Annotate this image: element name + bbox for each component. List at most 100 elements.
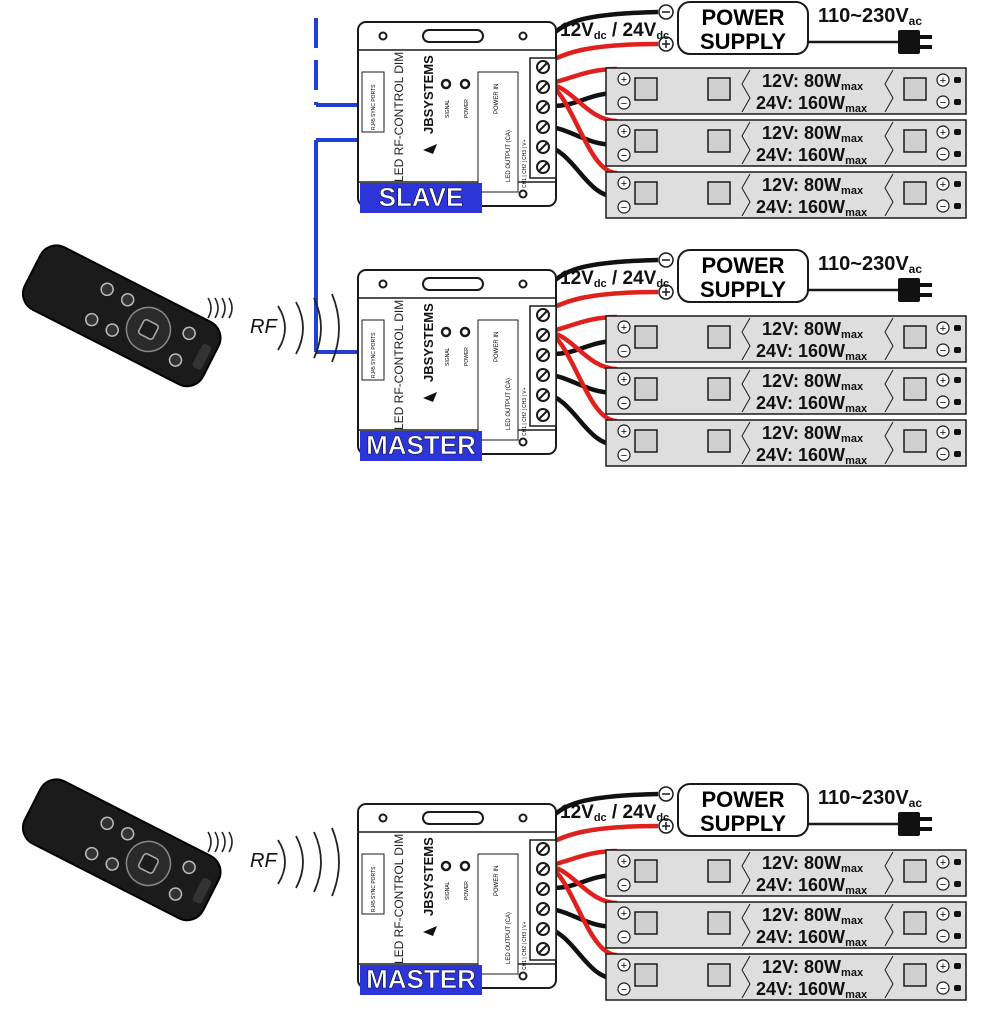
info-panel	[477, 71, 519, 193]
strip-plus-sign: +	[621, 74, 627, 86]
supply-voltage-label: 12Vdc / 24Vdc	[560, 268, 669, 290]
rf-wave-small-0	[207, 831, 212, 853]
remote-center-button-icon	[137, 318, 159, 340]
power-supply-label-2: SUPPLY	[700, 811, 786, 836]
signal-led-label: SIGNAL	[445, 347, 451, 366]
mounting-hole-0	[378, 813, 388, 823]
strip-12v-label-unit: max	[841, 433, 864, 445]
strip-end-connector-2	[954, 347, 961, 353]
sync-port-label-box	[361, 71, 385, 133]
terminal-slot-1	[538, 330, 548, 340]
strip-12v-label-unit: max	[841, 329, 864, 341]
strip-24v-label-main: 24V: 160W	[756, 197, 845, 217]
brand-logo-icon	[423, 144, 437, 154]
strip-end-plus-icon	[936, 959, 950, 973]
strip-24v-label-main: 24V: 160W	[756, 927, 845, 947]
device-name-label: LED RF-CONTROL DIM	[392, 834, 406, 964]
strip-cut-mark-1	[741, 955, 751, 999]
strip-end-plus-sign: +	[940, 961, 946, 973]
terminal-slot-5	[538, 162, 548, 172]
remote-button-icon-1	[84, 312, 99, 327]
strip-minus-pad-icon	[617, 148, 631, 162]
led-chip-icon-2	[903, 129, 927, 153]
led-chip-icon-2	[903, 429, 927, 453]
led-chip-icon-2	[903, 325, 927, 349]
led-chip-icon-0	[634, 429, 658, 453]
strip-cut-mark-2	[884, 121, 894, 165]
strip-12v-label-main: 12V: 80W	[762, 123, 841, 143]
channels-label: CH1 | CH2 | CH3 | V+	[522, 387, 528, 436]
power-supply-box	[677, 1, 809, 55]
brand-logo-icon	[423, 926, 437, 936]
strip-end-connector-2	[954, 881, 961, 887]
mounting-slot	[422, 811, 484, 825]
strip-24v-label-unit: max	[845, 455, 868, 467]
led-chip-icon-1	[707, 911, 731, 935]
led-chip-icon-1	[707, 429, 731, 453]
strip-end-plus-icon	[936, 177, 950, 191]
led-chip-icon-2	[903, 911, 927, 935]
strip-plus-pad-icon	[617, 854, 631, 868]
led-output-label: LED OUTPUT (CA)	[506, 378, 512, 430]
strip-plus-pad-icon	[617, 176, 631, 190]
power-in-label: POWER IN	[494, 84, 500, 114]
role-label: SLAVE	[379, 182, 464, 212]
power-supply-label-2: SUPPLY	[700, 29, 786, 54]
strip-plus-pad-icon	[617, 124, 631, 138]
strip-24v-label-unit: max	[845, 403, 868, 415]
strip-end-plus-sign: +	[940, 75, 946, 87]
strip-12v-label: 12V: 80Wmax	[762, 957, 864, 979]
role-label-box	[360, 965, 482, 995]
sync-ports-label: RJ45 SYNC PORTS	[371, 332, 377, 378]
strip-plus-pad-icon	[617, 906, 631, 920]
terminal-slot-4	[538, 390, 548, 400]
mounting-hole-1	[518, 279, 528, 289]
terminal-slot-1	[538, 864, 548, 874]
led-chip-icon-0	[634, 859, 658, 883]
led-chip-icon-1	[707, 859, 731, 883]
device-name-label: LED RF-CONTROL DIM	[392, 300, 406, 430]
remote-tip	[192, 343, 212, 370]
led-output-label: LED OUTPUT (CA)	[506, 130, 512, 182]
strip-12v-label: 12V: 80Wmax	[762, 319, 864, 341]
terminal-slot-0	[538, 62, 548, 72]
led-chip-icon-0	[634, 129, 658, 153]
strip-12v-label-main: 12V: 80W	[762, 319, 841, 339]
role-label-box	[360, 431, 482, 461]
terminal-slot-3	[538, 904, 548, 914]
supply-wire-positive	[541, 823, 659, 849]
strip-end-connector-2	[954, 151, 961, 157]
info-panel	[477, 853, 519, 975]
remote-body	[21, 778, 222, 922]
strip-minus-pad-icon	[617, 96, 631, 110]
strip-minus-pad-icon	[617, 344, 631, 358]
mounting-hole-0	[378, 279, 388, 289]
rf-wave-large-2	[313, 297, 322, 359]
strip-24v-label-main: 24V: 160W	[756, 875, 845, 895]
power-led-icon	[459, 326, 471, 338]
strip-cut-mark-2	[884, 69, 894, 113]
plug-pin-2	[920, 827, 932, 831]
mains-voltage-label-unit: ac	[909, 14, 923, 28]
plug-pin-2	[920, 45, 932, 49]
rf-wave-small-2	[221, 831, 226, 853]
rf-label: RF	[250, 316, 278, 338]
mounting-slot	[422, 277, 484, 291]
strip-end-minus-sign: −	[940, 397, 946, 409]
strip-end-plus-icon	[936, 855, 950, 869]
led-chip-icon-1	[707, 963, 731, 987]
strip-minus-sign: −	[621, 932, 627, 944]
strip-12v-label-unit: max	[841, 81, 864, 93]
strip-24v-label: 24V: 160Wmax	[756, 197, 868, 219]
terminal-block	[529, 839, 557, 961]
strip-end-minus-icon	[936, 929, 950, 943]
rf-wave-large-0	[277, 305, 286, 351]
led-chip-icon-2	[903, 181, 927, 205]
strip-12v-label: 12V: 80Wmax	[762, 423, 864, 445]
sync-ports-label: RJ45 SYNC PORTS	[371, 866, 377, 912]
led-chip-icon-0	[634, 181, 658, 205]
strip-cut-mark-1	[741, 317, 751, 361]
strip-end-minus-sign: −	[940, 983, 946, 995]
